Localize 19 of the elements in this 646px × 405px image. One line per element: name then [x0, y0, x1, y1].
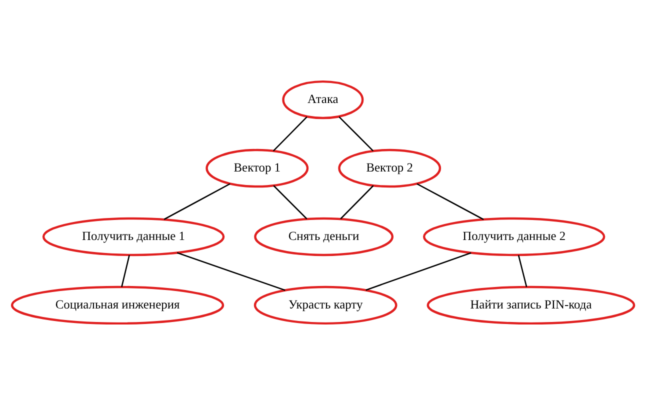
node-ellipse: Вектор 1 [206, 148, 309, 188]
node-ellipse: Получить данные 1 [42, 217, 225, 256]
connector [518, 254, 528, 288]
node-ellipse: Получить данные 2 [422, 217, 606, 256]
connector [272, 116, 308, 152]
node-ellipse: Снять деньги [254, 217, 394, 256]
node-ellipse: Найти запись PIN-кода [426, 286, 636, 325]
connector [121, 255, 130, 288]
node-ellipse: Социальная инженерия [10, 286, 224, 325]
connector [176, 252, 286, 291]
node-ellipse: Вектор 2 [338, 148, 442, 188]
node-ellipse: Атака [282, 80, 364, 120]
connector [164, 183, 230, 220]
connector [416, 183, 484, 220]
node-ellipse: Украсть карту [254, 286, 398, 325]
connector [366, 252, 472, 291]
connector [273, 185, 308, 220]
connector [338, 116, 374, 152]
connector [340, 185, 374, 220]
